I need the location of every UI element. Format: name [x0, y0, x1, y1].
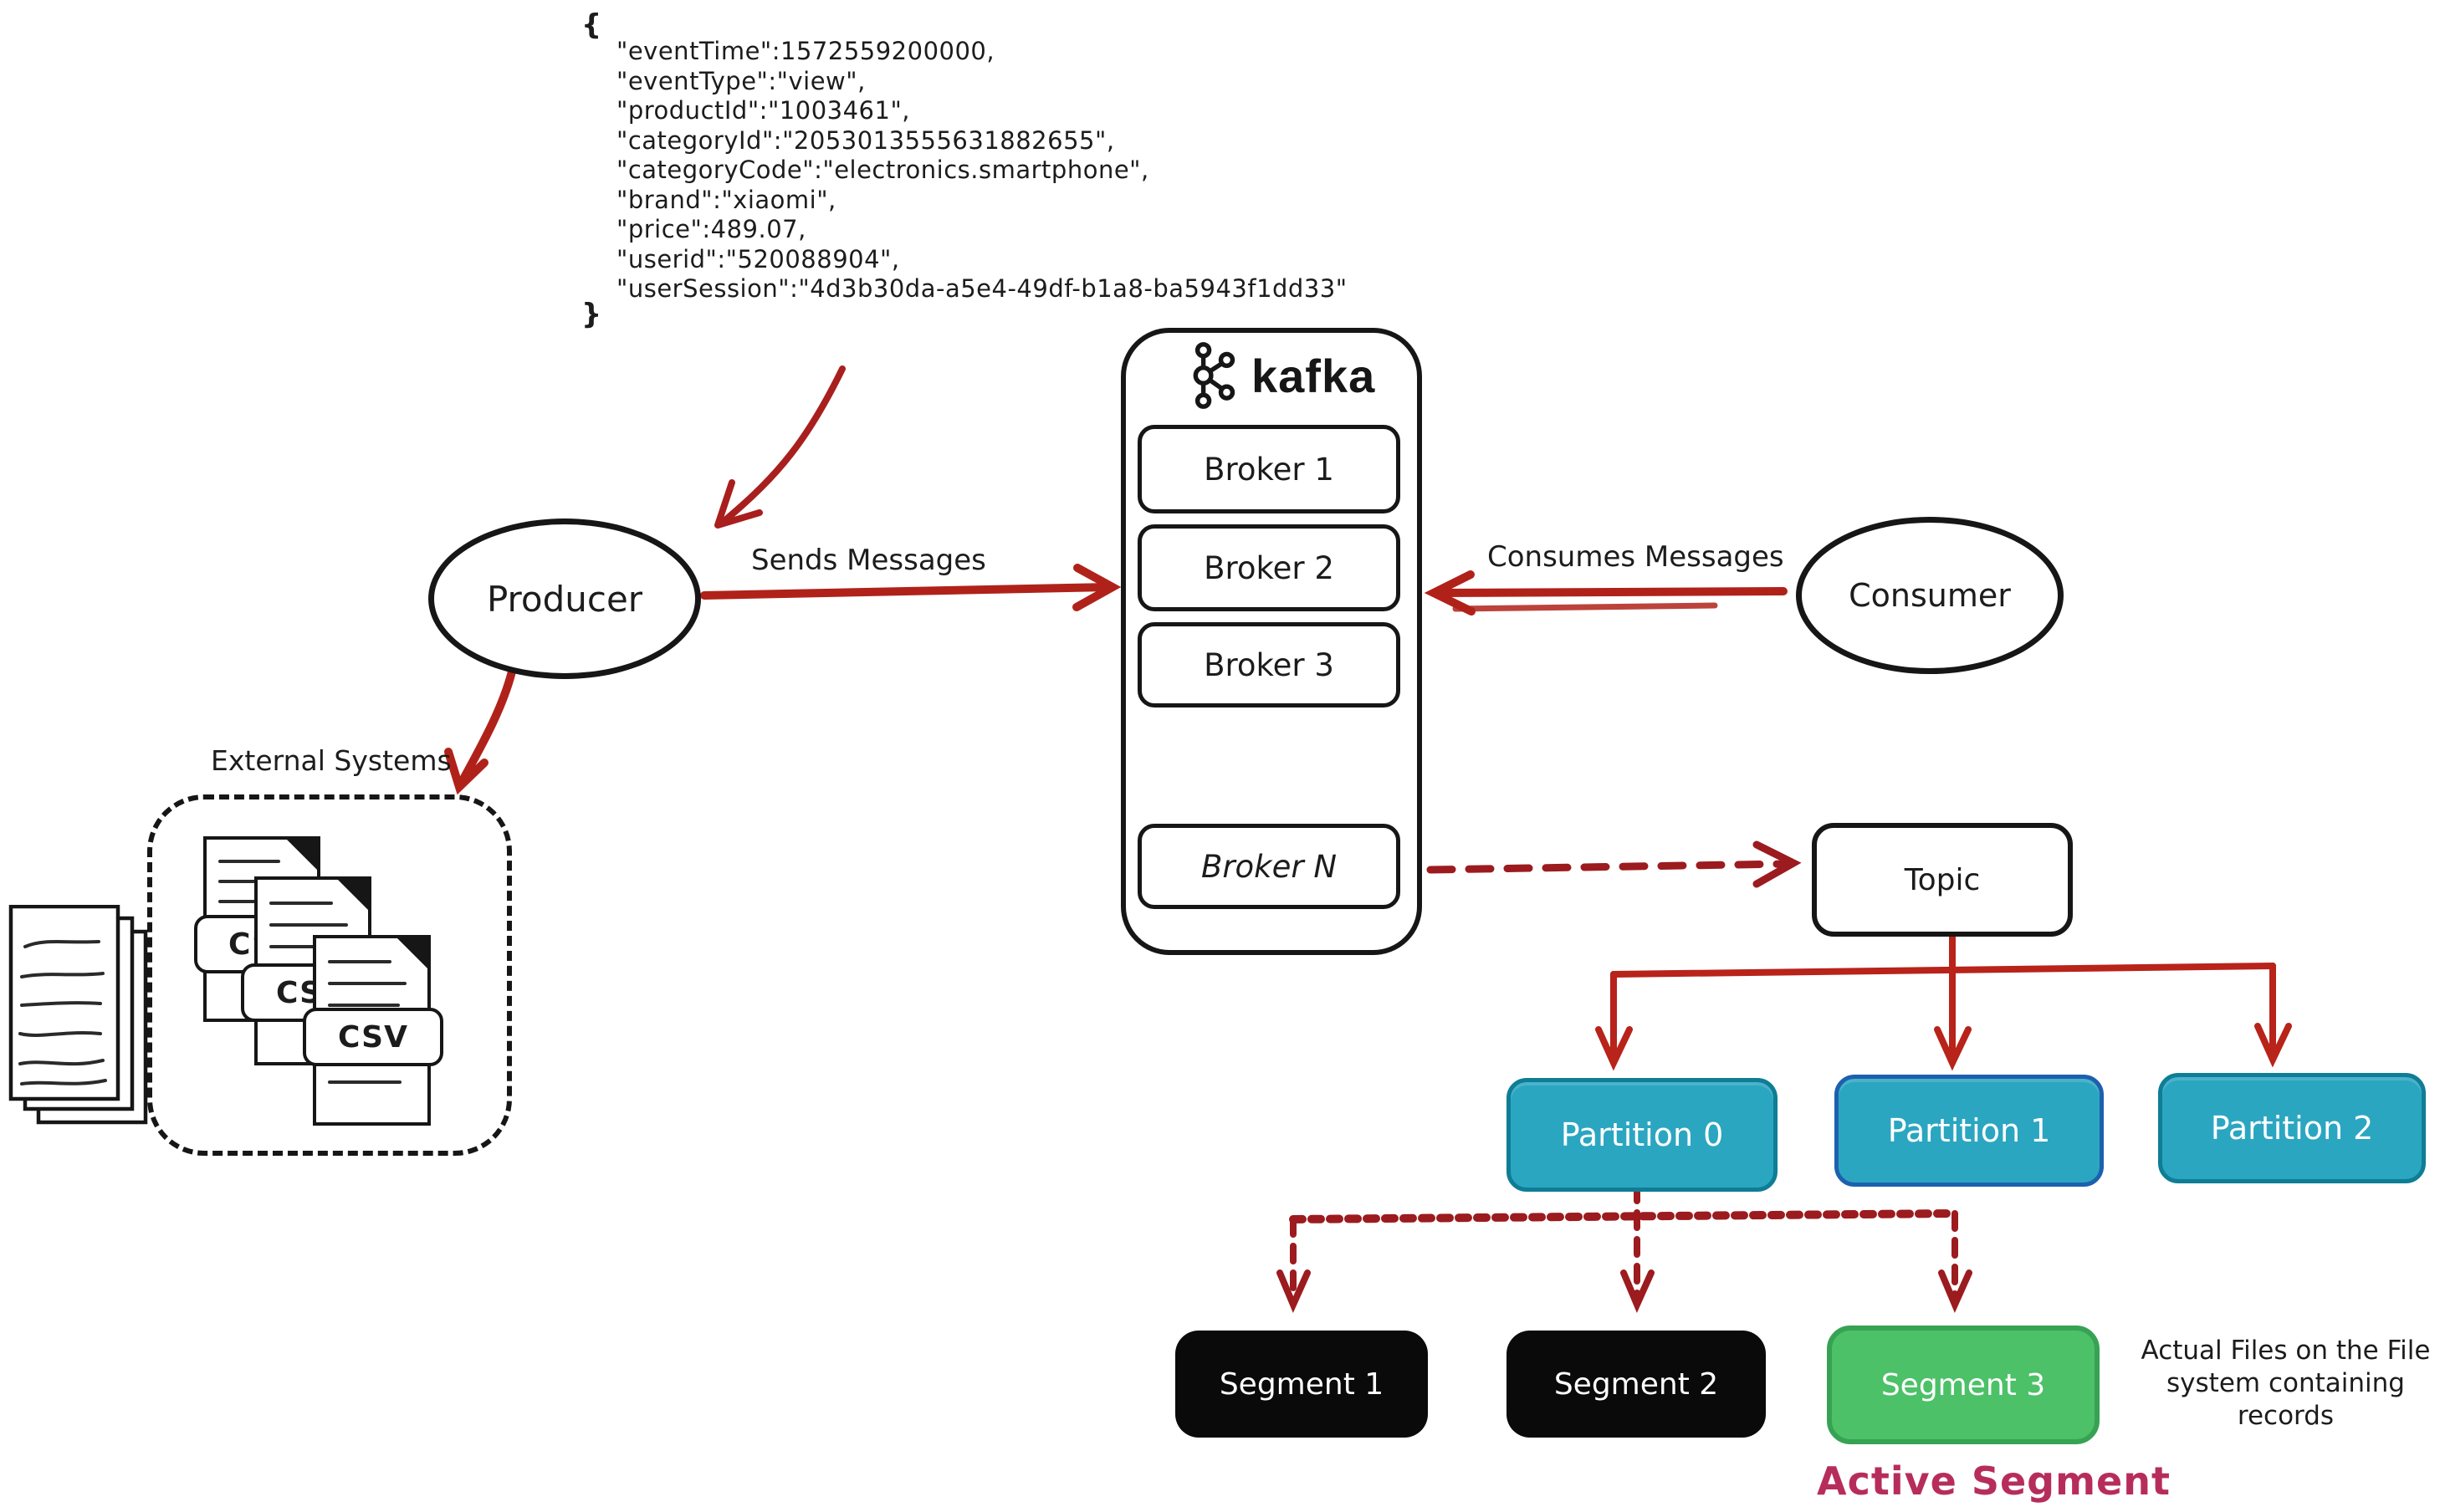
arrow-head [1424, 570, 1476, 616]
arrow-head-partition0 [1595, 1026, 1633, 1071]
tree-horizontal [1610, 963, 2276, 978]
files-note-line1: Actual Files on the File [2141, 1336, 2431, 1366]
arrow-head-partition1 [1934, 1026, 1972, 1071]
arrow-head-segment2 [1620, 1269, 1655, 1314]
partition-1-box: Partition 1 [1834, 1075, 2104, 1187]
doc-text-line [328, 982, 407, 985]
arrow-head [1072, 564, 1122, 611]
producer-node: Producer [428, 518, 701, 679]
consumes-messages-label: Consumes Messages [1487, 540, 1784, 574]
json-line-userid: "userid":"520088904", [616, 244, 900, 273]
folded-corner-icon [286, 839, 318, 871]
external-systems-label: External Systems [211, 744, 452, 777]
topic-to-partitions-tree [1595, 925, 2292, 1071]
segment-1-label: Segment 1 [1219, 1366, 1384, 1402]
json-line-usersession: "userSession":"4d3b30da-a5e4-49df-b1a8-b… [616, 274, 1348, 303]
producer-to-kafka-arrow [700, 564, 1122, 611]
doc-text-line [218, 860, 280, 863]
json-line-eventtime: "eventTime":1572559200000, [616, 37, 995, 65]
kafka-logo-icon [1193, 342, 1235, 409]
arrow-head [1752, 840, 1802, 888]
doc-text-line [269, 902, 333, 905]
doc-text-line [269, 945, 340, 948]
partition-0-box: Partition 0 [1506, 1078, 1778, 1192]
json-line-categoryid: "categoryId":"2053013555631882655", [616, 125, 1115, 155]
arrow-shaft [700, 583, 1113, 600]
json-to-producer-curved-arrow [714, 365, 846, 529]
segment-2-label: Segment 2 [1553, 1366, 1719, 1402]
arrow-sketch-stroke [1452, 602, 1718, 612]
partition-to-segments-dashed-tree [1276, 1183, 1972, 1314]
producer-label: Producer [486, 578, 643, 620]
doc-text-line [328, 1080, 402, 1084]
doc-text-line [218, 900, 289, 903]
arrow-shaft [723, 365, 846, 523]
folded-corner-icon [396, 937, 428, 969]
doc-text-line [328, 1004, 400, 1007]
arrow-head-segment1 [1276, 1269, 1311, 1314]
broker-to-topic-dashed-arrow [1426, 840, 1802, 888]
consumer-to-kafka-arrow [1424, 570, 1788, 616]
broker-3-label: Broker 3 [1204, 646, 1334, 683]
segment-3-label: Segment 3 [1880, 1367, 2046, 1402]
broker-2-box: Broker 2 [1138, 524, 1400, 611]
broker-n-box: Broker N [1138, 824, 1400, 909]
external-systems-box [147, 794, 512, 1156]
broker-2-label: Broker 2 [1204, 549, 1334, 586]
segment-3-box: Segment 3 [1827, 1326, 2100, 1444]
files-note-line2: system containing records [2166, 1368, 2405, 1431]
arrow-head [444, 748, 489, 795]
folded-corner-icon [337, 879, 369, 911]
json-line-brand: "brand":"xiaomi", [616, 185, 836, 214]
partition-2-label: Partition 2 [2210, 1110, 2374, 1147]
consumer-label: Consumer [1849, 577, 2011, 614]
kafka-logo-header: kafka [1188, 341, 1375, 410]
topic-label: Topic [1904, 862, 1981, 897]
active-segment-label: Active Segment [1817, 1458, 2171, 1504]
arrow-shaft [457, 667, 516, 788]
producer-to-external-arrow [444, 667, 516, 795]
kafka-wordmark: kafka [1251, 349, 1376, 402]
broker-3-box: Broker 3 [1138, 622, 1400, 707]
paper-stack-icon [8, 905, 148, 1125]
consumer-node: Consumer [1796, 517, 2064, 674]
doc-text-line [328, 960, 391, 963]
segment-2-box: Segment 2 [1506, 1331, 1766, 1438]
broker-n-label: Broker N [1200, 848, 1338, 885]
partition-1-label: Partition 1 [1887, 1112, 2051, 1149]
partition-0-label: Partition 0 [1560, 1116, 1724, 1153]
files-note: Actual Files on the File system containi… [2129, 1335, 2440, 1433]
tree-horizontal [1289, 1209, 1959, 1223]
broker-1-box: Broker 1 [1138, 425, 1400, 513]
sends-messages-label: Sends Messages [751, 544, 986, 577]
json-line-eventtype: "eventType":"view", [616, 66, 866, 95]
csv-file-3-label: CSV [338, 1019, 408, 1055]
json-line-categorycode: "categoryCode":"electronics.smartphone", [616, 156, 1149, 184]
arrow-shaft [1433, 587, 1788, 597]
doc-text-line [269, 923, 348, 927]
segment-1-box: Segment 1 [1175, 1331, 1428, 1438]
csv-file-3-band: CSV [303, 1008, 443, 1066]
partition-2-box: Partition 2 [2158, 1073, 2426, 1183]
topic-box: Topic [1812, 823, 2073, 937]
json-line-productid: "productId":"1003461", [616, 96, 910, 125]
json-open-brace: { [581, 8, 602, 42]
broker-1-label: Broker 1 [1204, 451, 1334, 488]
arrow-head-segment3 [1938, 1269, 1972, 1314]
arrow-head [714, 479, 763, 529]
json-line-price: "price":489.07, [616, 215, 806, 243]
arrow-head-partition2 [2254, 1023, 2292, 1068]
json-message-block: "eventTime":1572559200000, "eventType":"… [616, 37, 1348, 304]
arrow-shaft [1426, 860, 1791, 874]
json-close-brace: } [581, 298, 602, 331]
